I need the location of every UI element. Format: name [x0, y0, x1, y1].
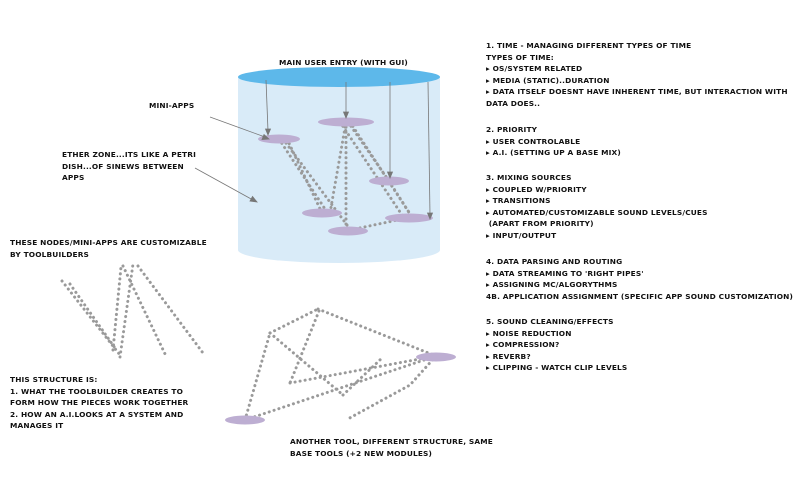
customizable-line: BY TOOLBUILDERS	[10, 249, 90, 259]
section-line: TYPES OF TIME:	[486, 52, 554, 62]
section-line-text: NOISE REDUCTION	[492, 328, 572, 338]
structure-node-right	[416, 352, 456, 362]
another-tool-label: ANOTHER TOOL, DIFFERENT STRUCTURE, SAME …	[290, 436, 493, 459]
section-line: 4B. APPLICATION ASSIGNMENT (SPECIFIC APP…	[486, 291, 793, 301]
another-tool-line: BASE TOOLS (+2 NEW MODULES)	[290, 448, 433, 458]
section-line: ▸ A.I. (SETTING UP A BASE MIX)	[486, 148, 621, 157]
section-line: ▸ DATA STREAMING TO 'RIGHT PIPES'	[486, 268, 644, 278]
structure-line: THIS STRUCTURE IS:	[10, 375, 98, 384]
cylinder-top	[238, 67, 440, 87]
section-line: ▸ CLIPPING - WATCH CLIP LEVELS	[486, 363, 628, 372]
section-line: ▸ INPUT/OUTPUT	[486, 230, 557, 240]
ether-zone-line: APPS	[62, 173, 85, 182]
ether-zone-line: ETHER ZONE...ITS LIKE A PETRI	[62, 150, 196, 159]
section-line-text: COUPLED W/PRIORITY	[492, 184, 587, 194]
section-line: ▸ COUPLED W/PRIORITY	[486, 184, 587, 194]
ether-zone-line: DISH...OF SINEWS BETWEEN	[62, 161, 184, 171]
mini-app-node-4	[302, 208, 342, 218]
mini-apps-label: MINI-APPS	[149, 101, 195, 110]
mini-app-node-3	[369, 176, 409, 186]
arrowhead-icon	[342, 111, 350, 120]
main-entry-label: MAIN USER ENTRY (WITH GUI)	[279, 58, 408, 67]
section-line-text: COMPRESSION?	[492, 340, 560, 349]
arrowhead-icon	[264, 128, 272, 137]
section-line-text: MEDIA (STATIC)..DURATION	[492, 75, 610, 85]
structure-nodes	[225, 352, 456, 425]
arrowhead-icon	[261, 133, 270, 140]
structure-line: 1. WHAT THE TOOLBUILDER CREATES TO	[10, 386, 184, 396]
another-tool-line: ANOTHER TOOL, DIFFERENT STRUCTURE, SAME	[290, 437, 493, 446]
section-line-text: INPUT/OUTPUT	[492, 230, 557, 240]
arrows	[194, 79, 434, 221]
structure-line: 2. HOW AN A.I.LOOKS AT A SYSTEM AND	[10, 409, 184, 419]
section-5: 5. SOUND CLEANING/EFFECTS ▸ NOISE REDUCT…	[486, 316, 627, 374]
section-line-text: A.I. (SETTING UP A BASE MIX)	[492, 148, 621, 157]
section-line: ▸ TRANSITIONS	[486, 196, 551, 205]
structure-line: MANAGES IT	[10, 421, 64, 430]
section-heading: 3. MIXING SOURCES	[486, 173, 572, 182]
section-line-text: REVERB?	[492, 351, 531, 361]
section-4: 4. DATA PARSING AND ROUTING ▸ DATA STREA…	[486, 256, 793, 302]
section-line-text: CLIPPING - WATCH CLIP LEVELS	[492, 363, 628, 372]
dotted-structure-bottom	[243, 307, 438, 422]
section-heading: 5. SOUND CLEANING/EFFECTS	[486, 317, 614, 326]
section-line-text: AUTOMATED/CUSTOMIZABLE SOUND LEVELS/CUES	[492, 207, 708, 217]
section-line: ▸ MEDIA (STATIC)..DURATION	[486, 75, 610, 85]
customizable-label: THESE NODES/MINI-APPS ARE CUSTOMIZABLE B…	[10, 237, 207, 260]
mini-app-node-2	[318, 117, 374, 127]
section-1: 1. TIME - MANAGING DIFFERENT TYPES OF TI…	[486, 40, 788, 109]
section-heading: 1. TIME - MANAGING DIFFERENT TYPES OF TI…	[486, 41, 692, 50]
section-line: ▸ ASSIGNING MC/ALGORYTHMS	[486, 280, 618, 289]
mini-app-nodes	[258, 117, 433, 236]
section-line: ▸ AUTOMATED/CUSTOMIZABLE SOUND LEVELS/CU…	[486, 207, 708, 217]
section-line: (APART FROM PRIORITY)	[486, 219, 594, 228]
section-3: 3. MIXING SOURCES ▸ COUPLED W/PRIORITY ▸…	[486, 172, 708, 241]
structure-node-left	[225, 415, 265, 425]
dotted-structure-left	[60, 262, 205, 359]
ether-zone-label: ETHER ZONE...ITS LIKE A PETRI DISH...OF …	[62, 149, 196, 184]
section-line: ▸ OS/SYSTEM RELATED	[486, 64, 583, 73]
customizable-line: THESE NODES/MINI-APPS ARE CUSTOMIZABLE	[10, 238, 207, 247]
section-line-text: TRANSITIONS	[492, 196, 551, 205]
structure-line: FORM HOW THE PIECES WORK TOGETHER	[10, 398, 189, 407]
mini-app-node-5	[385, 213, 433, 223]
section-line: DATA DOES..	[486, 98, 541, 108]
arrowhead-icon	[386, 171, 394, 180]
section-line-text: DATA STREAMING TO 'RIGHT PIPES'	[492, 268, 644, 278]
section-2: 2. PRIORITY ▸ USER CONTROLABLE ▸ A.I. (S…	[486, 124, 621, 159]
mini-app-node-1	[258, 134, 300, 144]
section-line-text: ASSIGNING MC/ALGORYTHMS	[492, 280, 618, 289]
section-line-text: OS/SYSTEM RELATED	[492, 64, 583, 73]
section-line-text: DATA ITSELF DOESNT HAVE INHERENT TIME, B…	[492, 87, 788, 96]
structure-label: THIS STRUCTURE IS: 1. WHAT THE TOOLBUILD…	[10, 374, 188, 432]
section-line: ▸ USER CONTROLABLE	[486, 136, 581, 146]
arrowhead-icon	[426, 212, 434, 221]
section-line: ▸ DATA ITSELF DOESNT HAVE INHERENT TIME,…	[486, 87, 788, 96]
cylinder-body	[238, 77, 440, 263]
section-line: ▸ REVERB?	[486, 351, 531, 361]
section-line: ▸ NOISE REDUCTION	[486, 328, 572, 338]
section-line: ▸ COMPRESSION?	[486, 340, 560, 349]
section-heading: 4. DATA PARSING AND ROUTING	[486, 257, 623, 266]
arrowhead-icon	[249, 195, 258, 203]
mini-app-node-6	[328, 226, 368, 236]
section-heading: 2. PRIORITY	[486, 125, 538, 134]
section-line-text: USER CONTROLABLE	[492, 136, 581, 146]
